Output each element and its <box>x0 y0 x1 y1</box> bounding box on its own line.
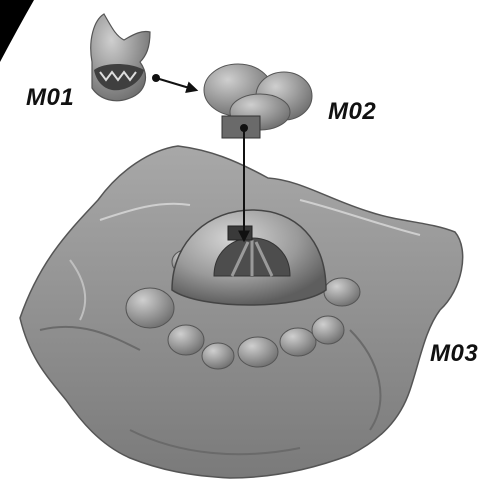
part-label-m01: M01 <box>26 84 74 112</box>
part-label-m02: M02 <box>328 98 376 126</box>
step-badge <box>0 0 34 62</box>
m03-terrain-model <box>20 146 463 478</box>
m01-creature-model <box>91 14 150 101</box>
arrow-m01-to-m02 <box>152 74 196 90</box>
m02-rock-cluster-model <box>204 64 312 138</box>
part-label-m03: M03 <box>430 340 478 368</box>
